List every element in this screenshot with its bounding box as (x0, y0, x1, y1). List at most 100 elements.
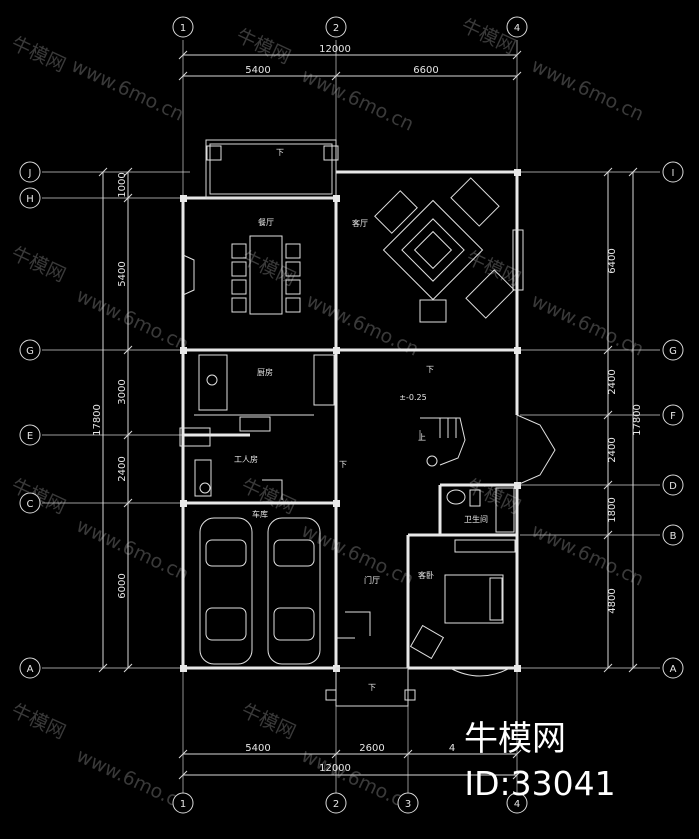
stair-down-label: 下 (426, 365, 434, 374)
dim-bottom-total: 12000 (319, 763, 351, 774)
stair-down-label: 下 (339, 460, 347, 469)
watermark-url: www.6mo.cn (73, 515, 192, 586)
watermark-site: 牛模网 (238, 247, 299, 291)
axis-bubble-bottom-1: 1 (172, 792, 194, 814)
dim-right-total: 17800 (632, 404, 643, 436)
dim-bottom-left: 5400 (245, 743, 270, 754)
level-mark: ±-0.25 (399, 393, 426, 402)
axis-bubble-right-b: B (662, 524, 684, 546)
brand-id: ID:33041 (464, 764, 615, 803)
watermark-site: 牛模网 (8, 243, 69, 287)
axis-bubble-left-j: J (19, 161, 41, 183)
dim-left-2: 5400 (117, 261, 128, 286)
svg-text:J: J (28, 168, 32, 179)
svg-text:A: A (670, 664, 677, 675)
room-label-bath: 卫生间 (464, 514, 488, 524)
watermark-site: 牛模网 (463, 247, 524, 291)
living-window (512, 229, 524, 291)
watermark-url: www.6mo.cn (528, 55, 647, 126)
dim-left-3: 3000 (117, 379, 128, 404)
svg-text:4: 4 (514, 799, 520, 810)
axis-bubble-bottom-4: 4 (506, 792, 528, 814)
stair-down-label: 下 (368, 683, 376, 692)
staircase (419, 417, 466, 467)
watermark-url: www.6mo.cn (68, 55, 187, 126)
dim-top-left: 5400 (245, 65, 270, 76)
kitchen-counters (194, 354, 335, 432)
dim-left-4: 2400 (117, 456, 128, 481)
dim-top-total: 12000 (319, 44, 351, 55)
dim-top-right: 6600 (413, 65, 438, 76)
room-label-living: 客厅 (352, 218, 368, 228)
room-label-garage: 车库 (252, 509, 268, 519)
room-label-bedroom: 客卧 (418, 570, 434, 580)
axis-bubble-right-a: A (662, 657, 684, 679)
room-label-worker: 工人房 (234, 454, 258, 464)
watermark-site: 牛模网 (238, 475, 299, 519)
axis-bubble-right-i: I (662, 161, 684, 183)
axis-bubble-top-4: 4 (506, 16, 528, 38)
watermark-url: www.6mo.cn (298, 65, 417, 136)
svg-text:B: B (670, 531, 677, 542)
svg-text:A: A (27, 664, 34, 675)
dining-table (231, 235, 301, 315)
entry-porch (325, 611, 416, 707)
dim-left-5: 6000 (117, 573, 128, 598)
dim-right-2: 2400 (607, 369, 618, 394)
svg-text:C: C (27, 499, 34, 510)
watermark-site: 牛模网 (8, 700, 69, 744)
dimension-lines (98, 50, 638, 780)
garage-cars (199, 517, 321, 665)
structural-columns (180, 169, 521, 672)
watermark-url: www.6mo.cn (298, 520, 417, 591)
axis-bubble-bottom-3: 3 (397, 792, 419, 814)
worker-room (179, 427, 283, 500)
room-label-kitchen: 厨房 (257, 367, 273, 377)
axis-bubble-left-h: H (19, 187, 41, 209)
axis-bubble-right-d: D (662, 474, 684, 496)
svg-text:1: 1 (180, 23, 186, 34)
dim-left-1: 1000 (117, 172, 128, 197)
svg-text:F: F (670, 411, 676, 422)
bay-window (516, 414, 556, 486)
room-label-foyer: 门厅 (364, 575, 380, 585)
axis-grid (42, 40, 660, 800)
svg-text:D: D (669, 481, 677, 492)
svg-text:2: 2 (333, 799, 339, 810)
stair-down-label: 下 (276, 148, 284, 157)
svg-text:G: G (26, 346, 34, 357)
stair-up-label: 上 (418, 433, 426, 442)
axis-bubble-right-f: F (662, 404, 684, 426)
living-sofa-set (374, 177, 515, 323)
building-walls (181, 170, 520, 670)
axis-bubble-left-g: G (19, 339, 41, 361)
watermark-site: 牛模网 (463, 475, 524, 519)
dim-bottom-right: 4 (449, 743, 455, 754)
svg-text:4: 4 (514, 23, 520, 34)
watermark-url: www.6mo.cn (73, 285, 192, 356)
svg-text:I: I (672, 168, 675, 179)
dim-right-3: 2400 (607, 437, 618, 462)
watermark-site: 牛模网 (233, 25, 294, 69)
svg-text:2: 2 (333, 23, 339, 34)
watermark-site: 牛模网 (8, 33, 69, 77)
dim-right-4: 1800 (607, 497, 618, 522)
dim-right-5: 4800 (607, 588, 618, 613)
svg-text:H: H (26, 194, 34, 205)
bedroom-furniture (409, 539, 516, 677)
svg-text:3: 3 (405, 799, 411, 810)
svg-text:G: G (669, 346, 677, 357)
svg-text:1: 1 (180, 799, 186, 810)
axis-bubble-left-a: A (19, 657, 41, 679)
axis-bubble-bottom-2: 2 (325, 792, 347, 814)
watermark-site: 牛模网 (8, 475, 69, 519)
dim-bottom-mid: 2600 (359, 743, 384, 754)
bathroom-fixtures (446, 487, 515, 533)
axis-bubble-top-2: 2 (325, 16, 347, 38)
axis-bubble-top-1: 1 (172, 16, 194, 38)
brand-name: 牛模网 (464, 719, 566, 759)
terrace (205, 139, 339, 199)
axis-bubble-left-c: C (19, 492, 41, 514)
dining-window (182, 254, 195, 296)
